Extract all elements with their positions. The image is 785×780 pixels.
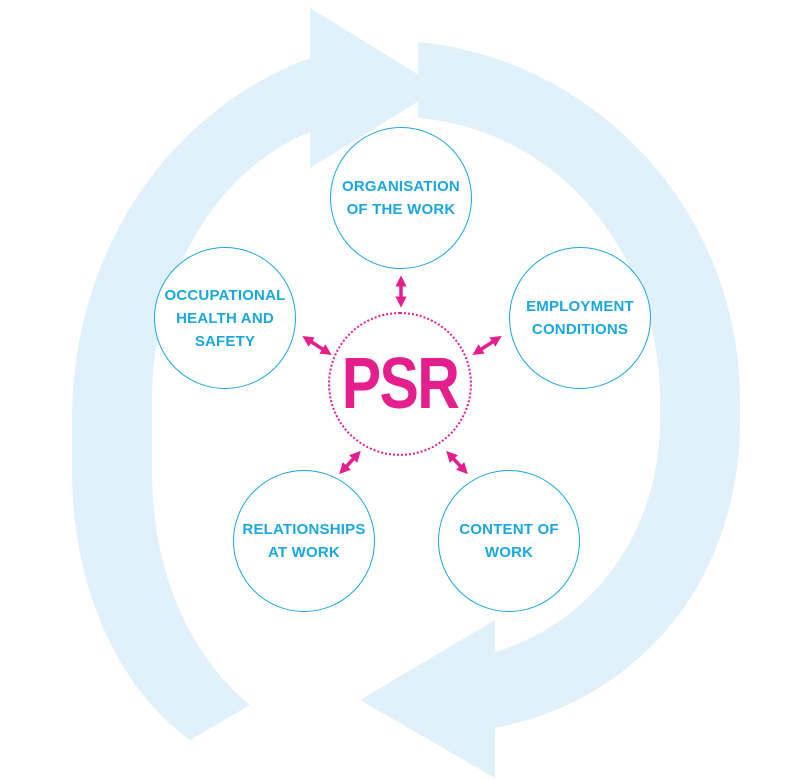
node-employment-conditions: EMPLOYMENT CONDITIONS (509, 247, 651, 389)
node-label-line: ORGANISATION (342, 178, 460, 195)
cycle-arrow-right (360, 42, 740, 778)
node-relationships-at-work: RELATIONSHIPS AT WORK (233, 470, 375, 612)
node-content-of-work: CONTENT OF WORK (438, 470, 580, 612)
node-label-line: OF THE WORK (346, 201, 456, 218)
node-label-line: RELATIONSHIPS (242, 521, 366, 538)
node-label: EMPLOYMENT CONDITIONS (516, 295, 644, 341)
center-node-psr: PSR (328, 312, 472, 456)
node-label-line: CONTENT OF (459, 521, 559, 538)
node-label-line: HEALTH AND SAFETY (176, 309, 274, 350)
node-label-line: WORK (484, 544, 534, 561)
node-organisation-of-the-work: ORGANISATION OF THE WORK (330, 127, 472, 269)
node-label-line: OCCUPATIONAL (164, 286, 286, 304)
node-label-line: AT WORK (268, 544, 340, 561)
cycle-arrow-left (72, 8, 440, 740)
node-label-line: CONDITIONS (531, 321, 629, 338)
node-label: OCCUPATIONAL HEALTH AND SAFETY (161, 284, 289, 353)
node-occupational-health-and-safety: OCCUPATIONAL HEALTH AND SAFETY (154, 247, 296, 389)
connector-arrow-left (302, 335, 332, 356)
connector-arrow-right (472, 335, 502, 356)
node-label: CONTENT OF WORK (445, 518, 573, 564)
connector-arrow-bottom-right (446, 450, 468, 475)
node-label: ORGANISATION OF THE WORK (337, 175, 465, 221)
node-label-line: EMPLOYMENT (526, 298, 634, 315)
node-label: RELATIONSHIPS AT WORK (240, 518, 368, 564)
connector-arrow-bottom-left (339, 450, 361, 475)
center-label: PSR (341, 344, 460, 424)
